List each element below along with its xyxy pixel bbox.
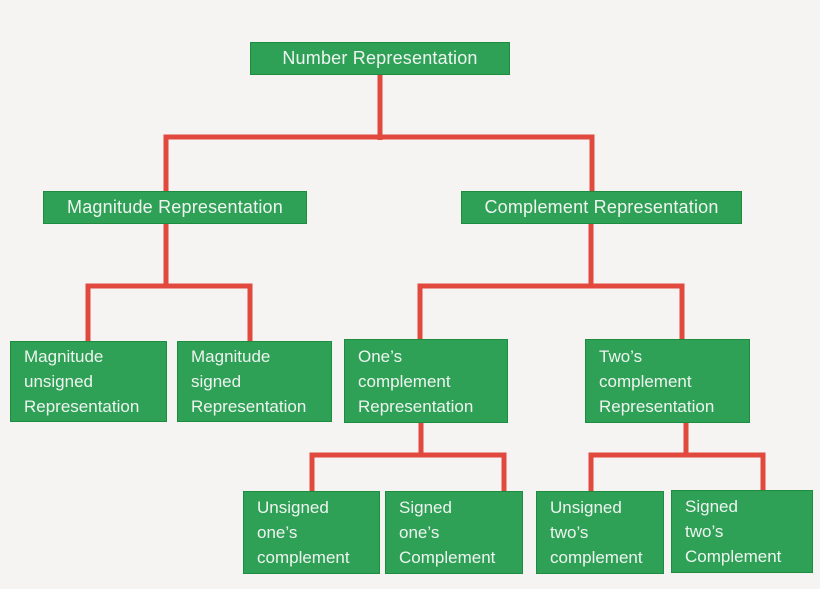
node-signed-twos-complement: Signed two’s Complement [671, 490, 813, 573]
node-magnitude-signed-representation: Magnitude signed Representation [177, 341, 332, 422]
node-magnitude-representation: Magnitude Representation [43, 191, 307, 224]
node-magnitude-unsigned-representation: Magnitude unsigned Representation [10, 341, 167, 422]
node-label: Signed one’s Complement [399, 498, 496, 567]
node-signed-ones-complement: Signed one’s Complement [385, 491, 523, 574]
node-label: Magnitude signed Representation [191, 347, 307, 416]
node-twos-complement-representation: Two’s complement Representation [585, 339, 750, 423]
node-label: Signed two’s Complement [685, 497, 782, 566]
node-unsigned-ones-complement: Unsigned one’s complement [243, 491, 380, 574]
node-label: Two’s complement Representation [599, 346, 715, 416]
node-label: Unsigned one’s complement [257, 498, 350, 567]
connector-root-branch [163, 134, 595, 192]
connector-twos-branch [588, 452, 766, 491]
connector-complement-branch [417, 283, 685, 340]
node-ones-complement-representation: One’s complement Representation [344, 339, 508, 423]
node-label: One’s complement Representation [358, 346, 474, 416]
node-number-representation: Number Representation [250, 42, 510, 75]
node-label: Magnitude Representation [67, 197, 283, 217]
connector-magnitude-branch [85, 283, 253, 342]
node-unsigned-twos-complement: Unsigned two’s complement [536, 491, 664, 574]
connector-ones-branch [309, 452, 507, 492]
node-label: Magnitude unsigned Representation [24, 347, 140, 416]
node-complement-representation: Complement Representation [461, 191, 742, 224]
node-label: Number Representation [282, 48, 478, 68]
node-label: Unsigned two’s complement [550, 498, 643, 567]
node-label: Complement Representation [484, 197, 719, 217]
